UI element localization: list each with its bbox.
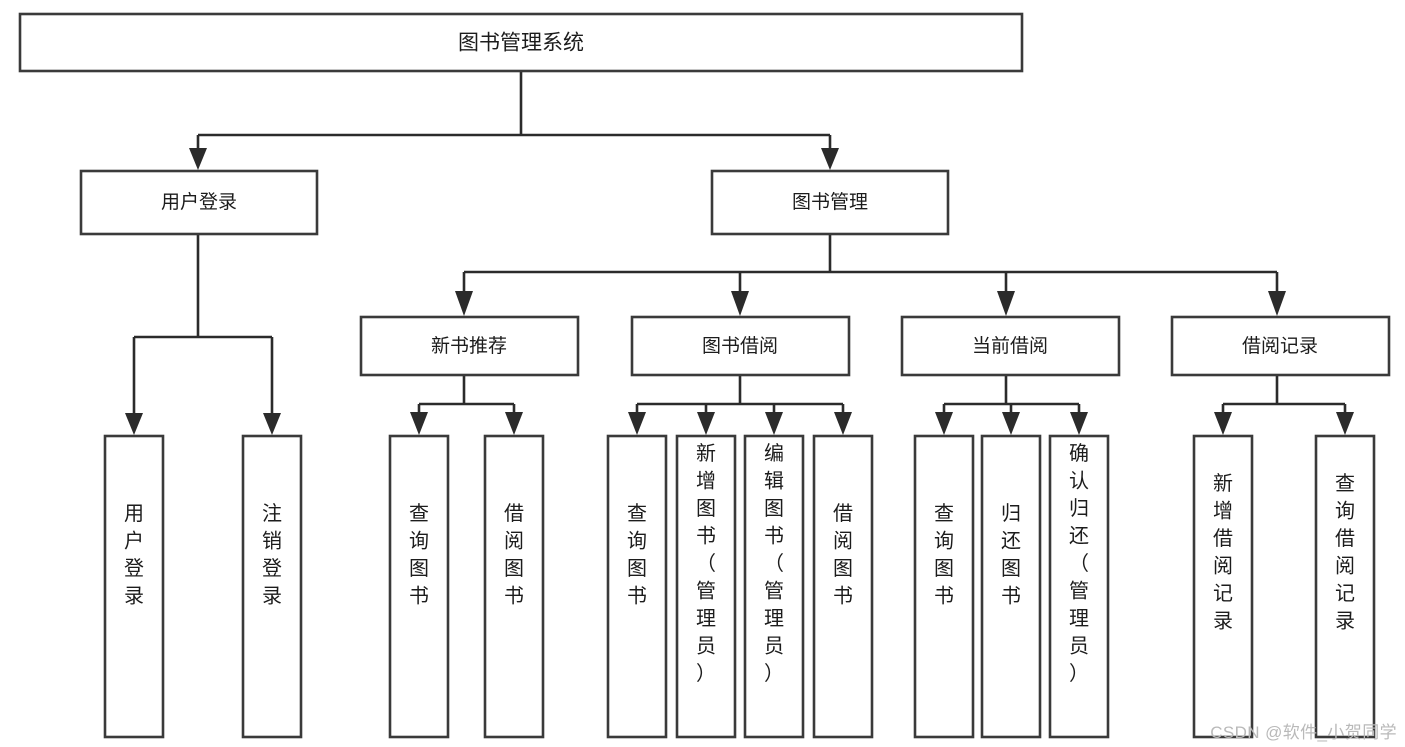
node-borrow[interactable]: 图书借阅	[630, 315, 851, 377]
node-leaf-query-record-box[interactable]	[1314, 434, 1376, 739]
node-borrow-box[interactable]	[630, 315, 851, 377]
node-leaf-query-record-label: 查询借阅记录	[1335, 472, 1355, 633]
node-leaf-edit-book[interactable]: 编辑图书（管理员）	[743, 434, 805, 739]
connector-group-newbook-to-leaves	[410, 376, 523, 435]
node-leaf-query-book-3-label: 查询图书	[934, 502, 954, 608]
node-leaf-query-book-1-label: 查询图书	[409, 502, 429, 608]
node-leaf-user-login-label: 用户登录	[124, 503, 144, 608]
arrow-records-icon	[1268, 291, 1286, 316]
node-current-label: 当前借阅	[972, 335, 1048, 357]
arrow-newbook-icon	[455, 291, 473, 316]
node-login-box[interactable]	[79, 169, 319, 236]
node-root[interactable]: 图书管理系统	[18, 12, 1024, 73]
node-leaf-add-book-box[interactable]	[675, 434, 737, 739]
connector-group-borrow-to-leaves	[628, 376, 852, 435]
node-leaf-user-logout-box[interactable]	[241, 434, 303, 739]
node-leaf-borrow-book-1-box[interactable]	[483, 434, 545, 739]
node-leaf-return-book-box[interactable]	[980, 434, 1042, 739]
node-leaf-add-record-box[interactable]	[1192, 434, 1254, 739]
node-leaf-borrow-book-2[interactable]: 借阅图书	[812, 434, 874, 739]
connector-group-login-to-leaves	[125, 234, 281, 435]
node-leaf-borrow-book-2-label: 借阅图书	[833, 502, 853, 608]
arrow-query-book-1-icon	[410, 412, 428, 435]
connector-group-current-to-leaves	[935, 376, 1088, 435]
node-leaf-user-logout-label: 注销登录	[262, 502, 282, 608]
node-leaf-borrow-book-1-label: 借阅图书	[504, 502, 524, 608]
node-records-label: 借阅记录	[1242, 335, 1318, 357]
node-leaf-query-book-2-box[interactable]	[606, 434, 668, 739]
node-current[interactable]: 当前借阅	[900, 315, 1121, 377]
arrow-add-record-icon	[1214, 412, 1232, 435]
arrow-edit-book-icon	[765, 412, 783, 435]
node-leaf-add-record-label: 新增借阅记录	[1213, 472, 1233, 633]
arrow-current-icon	[997, 291, 1015, 316]
csdn-watermark: CSDN @软件_小贺同学	[1210, 723, 1397, 742]
node-leaf-return-book[interactable]: 归还图书	[980, 434, 1042, 739]
node-leaf-edit-book-box[interactable]	[743, 434, 805, 739]
node-bookmgmt-label: 图书管理	[792, 191, 868, 213]
node-root-label: 图书管理系统	[458, 32, 584, 55]
node-leaf-borrow-book-2-box[interactable]	[812, 434, 874, 739]
node-newbook-label: 新书推荐	[431, 335, 507, 357]
arrow-borrow-book-1-icon	[505, 412, 523, 435]
node-login-label: 用户登录	[161, 191, 237, 213]
node-leaf-return-book-label: 归还图书	[1001, 502, 1021, 608]
node-leaf-query-book-3[interactable]: 查询图书	[913, 434, 975, 739]
connector-group-root-to-level2	[189, 71, 839, 170]
node-newbook[interactable]: 新书推荐	[359, 315, 580, 377]
arrow-bookmgmt-icon	[821, 148, 839, 170]
node-leaf-confirm-return-label: 确认归还（管理员）	[1069, 442, 1089, 685]
arrow-borrow-book-2-icon	[834, 412, 852, 435]
node-records[interactable]: 借阅记录	[1170, 315, 1391, 377]
node-records-box[interactable]	[1170, 315, 1391, 377]
node-leaf-query-book-2[interactable]: 查询图书	[606, 434, 668, 739]
node-leaf-add-record[interactable]: 新增借阅记录	[1192, 434, 1254, 739]
arrow-query-record-icon	[1336, 412, 1354, 435]
connector-group-records-to-leaves	[1214, 376, 1354, 435]
arrow-query-book-3-icon	[935, 412, 953, 435]
node-current-box[interactable]	[900, 315, 1121, 377]
node-leaf-query-book-2-label: 查询图书	[627, 502, 647, 608]
connector-group-bookmgmt-to-level3	[455, 234, 1286, 316]
node-newbook-box[interactable]	[359, 315, 580, 377]
node-leaf-edit-book-label: 编辑图书（管理员）	[764, 442, 784, 685]
arrow-add-book-icon	[697, 412, 715, 435]
node-leaf-query-book-1-box[interactable]	[388, 434, 450, 739]
arrow-confirm-return-icon	[1070, 412, 1088, 435]
node-leaf-query-record[interactable]: 查询借阅记录	[1314, 434, 1376, 739]
node-bookmgmt-box[interactable]	[710, 169, 950, 236]
arrow-login-icon	[189, 148, 207, 170]
arrow-query-book-2-icon	[628, 412, 646, 435]
node-borrow-label: 图书借阅	[702, 335, 778, 357]
node-root-box[interactable]	[18, 12, 1024, 73]
node-leaf-add-book-label: 新增图书（管理员）	[696, 442, 716, 685]
node-leaf-query-book-1[interactable]: 查询图书	[388, 434, 450, 739]
node-leaf-add-book[interactable]: 新增图书（管理员）	[675, 434, 737, 739]
arrow-user-logout-icon	[263, 413, 281, 435]
node-leaf-borrow-book-1[interactable]: 借阅图书	[483, 434, 545, 739]
arrow-borrow-icon	[731, 291, 749, 316]
node-leaf-confirm-return[interactable]: 确认归还（管理员）	[1048, 434, 1110, 739]
node-leaf-user-login[interactable]: 用户登录	[103, 434, 165, 739]
node-leaf-user-login-box[interactable]	[103, 434, 165, 739]
node-leaf-confirm-return-box[interactable]	[1048, 434, 1110, 739]
arrow-user-login-icon	[125, 413, 143, 435]
arrow-return-book-icon	[1002, 412, 1020, 435]
node-leaf-query-book-3-box[interactable]	[913, 434, 975, 739]
node-login[interactable]: 用户登录	[79, 169, 319, 236]
node-bookmgmt[interactable]: 图书管理	[710, 169, 950, 236]
node-leaf-user-logout[interactable]: 注销登录	[241, 434, 303, 739]
